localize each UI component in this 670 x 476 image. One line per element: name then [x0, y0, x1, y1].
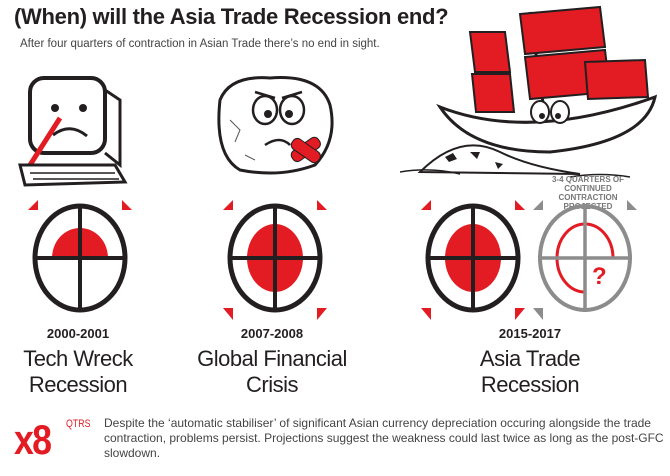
- period-name-line2: Recession: [480, 372, 580, 397]
- period-name-line2: Crisis: [246, 372, 299, 397]
- period-name-line1: Global Financial: [197, 346, 347, 371]
- corner-marker-icon: [28, 200, 38, 210]
- period-name-line1: Tech Wreck: [23, 346, 133, 371]
- multiplier-unit: QTRS: [66, 418, 91, 430]
- junk-boat-icon: [400, 5, 658, 178]
- period-years: 2007-2008: [240, 326, 304, 341]
- question-mark: ?: [592, 263, 607, 290]
- page-title: (When) will the Asia Trade Recession end…: [14, 4, 449, 29]
- sad-computer-icon: [18, 76, 128, 187]
- period-years: 2015-2017: [498, 326, 562, 341]
- period-name-line2: Recession: [28, 372, 128, 397]
- subtitle: After four quarters of contraction in As…: [20, 38, 380, 50]
- target-tech-wreck: [28, 200, 132, 313]
- target-gfc: [223, 200, 327, 320]
- cracked-rock-icon: [217, 76, 334, 175]
- footer-text: Despite the ‘automatic stabiliser’ of si…: [104, 416, 664, 460]
- target-projected: [533, 200, 637, 320]
- period-name-line1: Asia Trade: [479, 346, 581, 371]
- multiplier: x8: [14, 416, 52, 463]
- period-years: 2000-2001: [46, 326, 110, 341]
- target-asia-trade: [421, 200, 525, 320]
